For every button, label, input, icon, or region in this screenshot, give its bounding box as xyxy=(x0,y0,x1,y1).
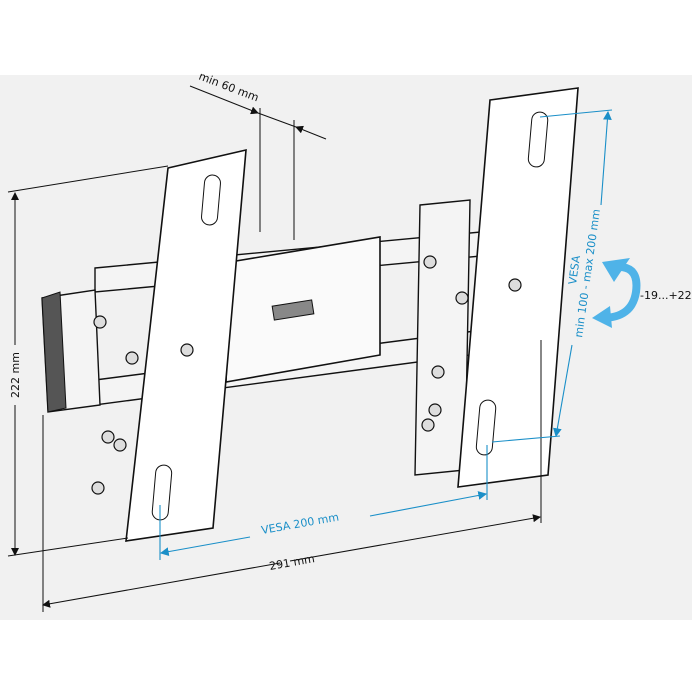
tilt-arrow-icon xyxy=(592,258,641,328)
screw-icon xyxy=(508,278,522,292)
vesa-vertical-title: VESA xyxy=(566,254,583,285)
level-indicator xyxy=(271,299,315,321)
plate-slot-top-left xyxy=(201,174,221,226)
height-label: 222 mm xyxy=(9,352,22,398)
height-dimension: 222 mm xyxy=(4,165,169,557)
screws xyxy=(91,255,469,495)
tilt-label: -19...+22° xyxy=(640,289,692,302)
plate-slot-top-right xyxy=(527,111,549,168)
plate-slot-bottom-right xyxy=(475,399,497,456)
wall-bracket-left-face xyxy=(41,291,67,413)
screw-icon xyxy=(180,343,194,357)
